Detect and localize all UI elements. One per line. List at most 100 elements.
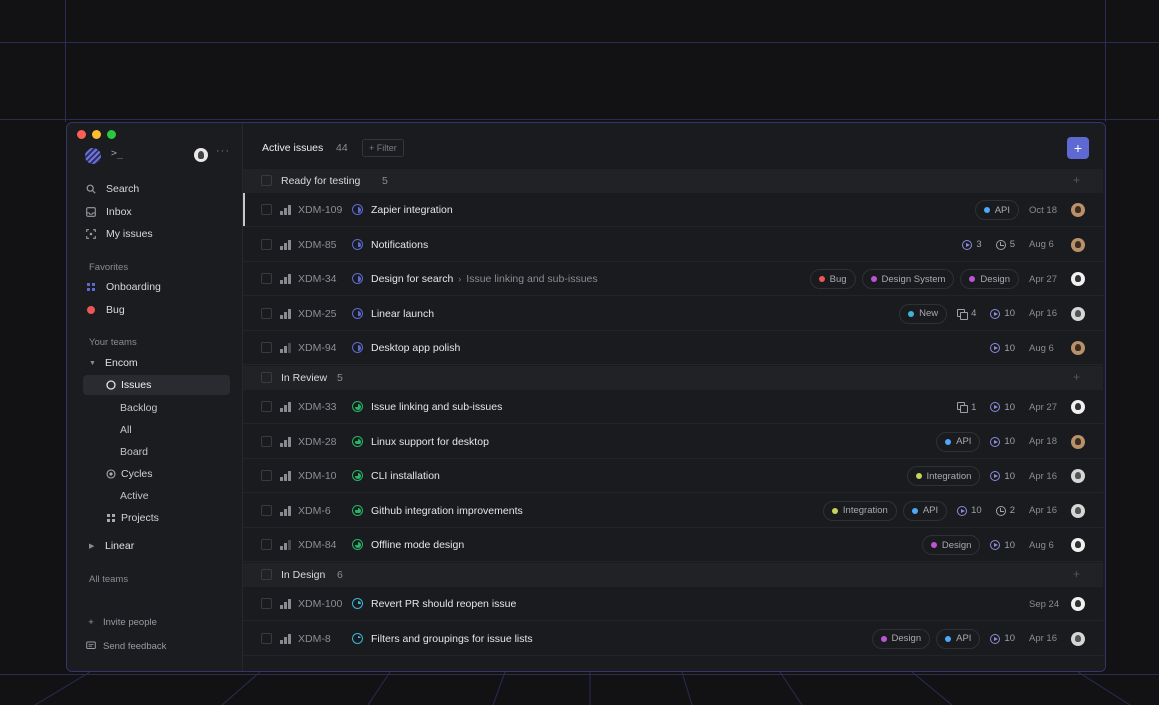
team-projects[interactable]: Projects xyxy=(105,509,159,527)
nav-search[interactable]: Search xyxy=(85,179,139,199)
priority-bars-icon[interactable] xyxy=(280,239,291,250)
command-menu-icon[interactable]: >_ xyxy=(111,148,124,159)
priority-bars-icon[interactable] xyxy=(280,205,291,215)
issue-checkbox[interactable] xyxy=(261,307,272,319)
priority-bars-icon[interactable] xyxy=(280,599,291,609)
issues-board[interactable]: Board xyxy=(120,446,149,458)
status-icon[interactable] xyxy=(352,632,363,644)
group-checkbox[interactable] xyxy=(261,569,272,580)
priority-bars-icon[interactable] xyxy=(280,633,291,644)
priority-bars-icon[interactable] xyxy=(280,471,291,482)
status-icon[interactable] xyxy=(352,307,363,319)
issue-checkbox[interactable] xyxy=(261,435,272,447)
cycle-indicator[interactable]: 3 xyxy=(958,239,985,250)
favorite-onboarding[interactable]: Onboarding xyxy=(85,277,161,297)
favorite-bug[interactable]: Bug xyxy=(85,300,125,320)
issue-label[interactable]: API xyxy=(902,500,948,521)
more-options-icon[interactable]: ··· xyxy=(216,145,230,157)
status-icon[interactable] xyxy=(352,470,363,482)
cycles-active[interactable]: Active xyxy=(120,490,149,502)
estimate-indicator[interactable]: 2 xyxy=(992,505,1019,516)
issue-label[interactable]: API xyxy=(974,200,1019,220)
issue-checkbox[interactable] xyxy=(261,539,272,551)
priority-bars-icon[interactable] xyxy=(280,505,291,516)
issue-label[interactable]: New xyxy=(899,303,948,324)
status-icon[interactable] xyxy=(352,204,363,215)
cycle-indicator[interactable]: 10 xyxy=(986,343,1019,354)
issue-label[interactable]: Bug xyxy=(809,269,856,290)
team-cycles[interactable]: Cycles xyxy=(105,465,153,483)
all-teams-link[interactable]: All teams xyxy=(89,574,129,585)
status-icon[interactable] xyxy=(352,598,363,609)
issue-checkbox[interactable] xyxy=(261,238,272,250)
parent-issue[interactable]: Issue linking and sub-issues xyxy=(466,273,598,286)
cycle-indicator[interactable]: 10 xyxy=(953,505,986,516)
issue-checkbox[interactable] xyxy=(261,342,272,354)
priority-bars-icon[interactable] xyxy=(280,308,291,319)
team-encom[interactable]: ▼ Encom xyxy=(89,354,138,372)
user-avatar[interactable] xyxy=(194,148,208,162)
maximize-window-button[interactable] xyxy=(107,130,116,139)
cycle-indicator[interactable]: 10 xyxy=(986,540,1019,551)
cycle-indicator[interactable]: 10 xyxy=(986,436,1019,447)
issues-backlog[interactable]: Backlog xyxy=(120,402,158,414)
status-icon[interactable] xyxy=(352,504,363,516)
add-issue-to-group-icon[interactable]: + xyxy=(1072,173,1080,187)
issue-checkbox[interactable] xyxy=(261,204,272,215)
issue-label[interactable]: Design System xyxy=(861,269,955,290)
assignee-avatar[interactable] xyxy=(1071,469,1085,484)
team-issues[interactable]: Issues xyxy=(105,376,151,394)
close-window-button[interactable] xyxy=(77,130,86,139)
issue-label[interactable]: Integration xyxy=(906,466,981,487)
filter-button[interactable]: + Filter xyxy=(362,139,404,157)
status-icon[interactable] xyxy=(352,342,363,354)
nav-inbox[interactable]: Inbox xyxy=(85,202,132,222)
priority-bars-icon[interactable] xyxy=(280,436,291,447)
assignee-avatar[interactable] xyxy=(1071,597,1085,611)
assignee-avatar[interactable] xyxy=(1071,631,1085,646)
assignee-avatar[interactable] xyxy=(1071,203,1085,217)
priority-bars-icon[interactable] xyxy=(280,402,291,412)
issue-label[interactable]: API xyxy=(936,431,981,452)
assignee-avatar[interactable] xyxy=(1071,237,1085,252)
status-icon[interactable] xyxy=(352,539,363,551)
assignee-avatar[interactable] xyxy=(1071,434,1085,449)
issue-label[interactable]: Design xyxy=(960,269,1019,290)
group-checkbox[interactable] xyxy=(261,372,272,383)
add-issue-to-group-icon[interactable]: + xyxy=(1072,370,1080,384)
sub-issues-indicator[interactable]: 1 xyxy=(953,402,980,413)
sub-issues-indicator[interactable]: 4 xyxy=(953,308,980,320)
add-issue-to-group-icon[interactable]: + xyxy=(1072,567,1080,581)
status-icon[interactable] xyxy=(352,401,363,412)
status-icon[interactable] xyxy=(352,273,363,285)
issue-checkbox[interactable] xyxy=(261,401,272,412)
issue-label[interactable]: API xyxy=(936,628,981,649)
issue-label[interactable]: Integration xyxy=(822,500,897,521)
assignee-avatar[interactable] xyxy=(1071,538,1085,553)
new-issue-button[interactable]: + xyxy=(1067,137,1089,159)
priority-bars-icon[interactable] xyxy=(280,274,291,285)
cycle-indicator[interactable]: 10 xyxy=(986,471,1019,482)
workspace-logo-icon[interactable] xyxy=(85,148,101,164)
assignee-avatar[interactable] xyxy=(1071,341,1085,356)
assignee-avatar[interactable] xyxy=(1071,306,1085,321)
nav-my-issues[interactable]: My issues xyxy=(85,224,153,244)
issue-label[interactable]: Design xyxy=(871,628,931,649)
invite-people-button[interactable]: + Invite people xyxy=(85,614,157,630)
team-linear[interactable]: ▶ Linear xyxy=(89,537,134,555)
issue-label[interactable]: Design xyxy=(921,535,981,556)
status-icon[interactable] xyxy=(352,238,363,250)
